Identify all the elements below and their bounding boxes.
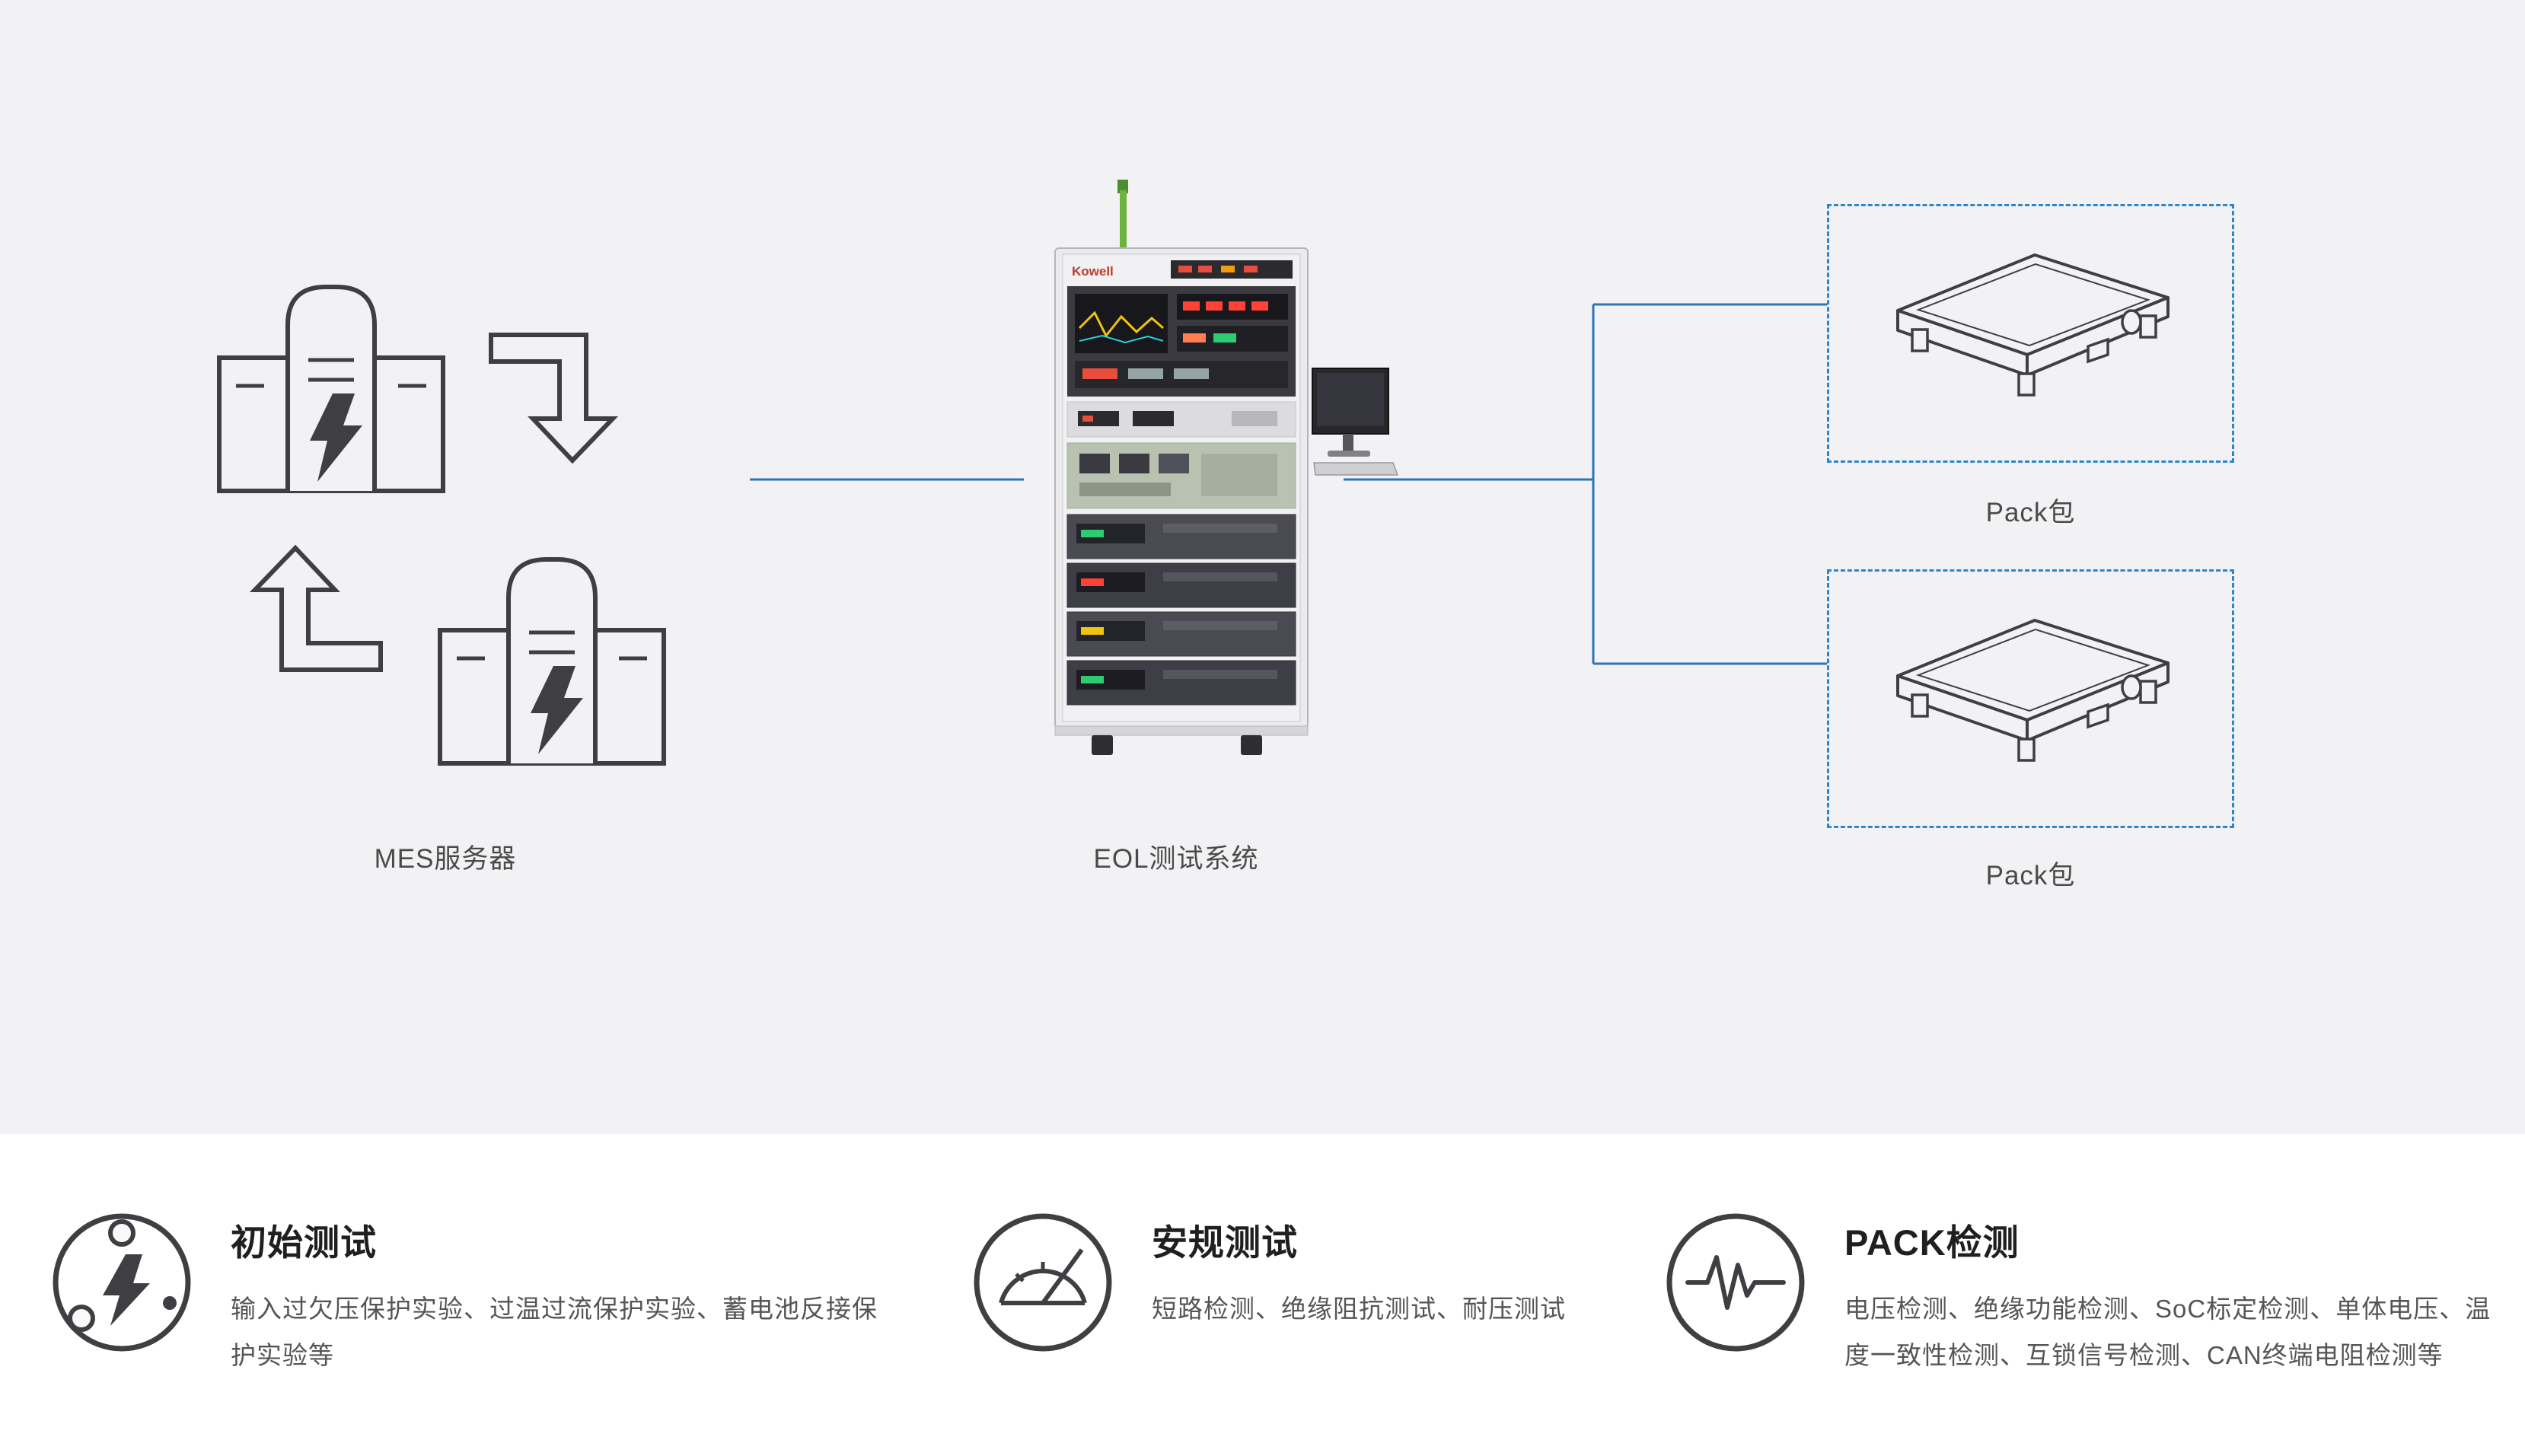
mes-server-icon [217,263,674,776]
feature-title: PACK检测 [1844,1222,2020,1263]
pack-box-2 [1827,569,2234,828]
pack-illustration [1895,619,2170,762]
antenna-tip [1117,180,1128,193]
eol-system-label: EOL测试系统 [1093,844,1259,874]
arrow-up-icon [249,544,383,672]
feature-title: 安规测试 [1152,1222,1298,1263]
arrow-down-icon [489,333,619,464]
antenna [1120,190,1127,251]
cabinet-brand: Kowell [1072,264,1114,279]
pack-label-1: Pack包 [1985,498,2076,527]
feature-pack-test: PACK检测 电压检测、绝缘功能检测、SoC标定检测、单体电压、温度一致性检测、… [1663,1210,2492,1378]
keyboard-tray [1313,462,1399,476]
protection-circuit-icon [53,1213,191,1352]
system-diagram: Kowell [0,0,2525,1134]
eol-cabinet-illustration: Kowell [1049,180,1399,773]
mes-server-label: MES服务器 [374,844,517,874]
gauge-icon [974,1213,1112,1352]
caster-wheel [1241,735,1262,755]
monitor [1312,368,1399,476]
pack-illustration [1895,253,2170,397]
pulse-icon [1666,1213,1805,1352]
caster-wheel [1092,735,1113,755]
pack-box-1 [1827,204,2234,463]
feature-description: 输入过欠压保护实验、过温过流保护实验、蓄电池反接保护实验等 [231,1295,878,1370]
feature-title: 初始测试 [231,1222,377,1263]
feature-safety-test: 安规测试 短路检测、绝缘阻抗测试、耐压测试 [971,1210,1753,1355]
feature-description: 电压检测、绝缘功能检测、SoC标定检测、单体电压、温度一致性检测、互锁信号检测、… [1844,1295,2492,1370]
connector-lines [750,303,1827,665]
feature-initial-test: 初始测试 输入过欠压保护实验、过温过流保护实验、蓄电池反接保护实验等 [49,1210,889,1378]
pack-label-2: Pack包 [1985,861,2076,890]
feature-description: 短路检测、绝缘阻抗测试、耐压测试 [1152,1295,1566,1323]
features-section: 初始测试 输入过欠压保护实验、过温过流保护实验、蓄电池反接保护实验等 安规测试 … [0,1134,2525,1456]
